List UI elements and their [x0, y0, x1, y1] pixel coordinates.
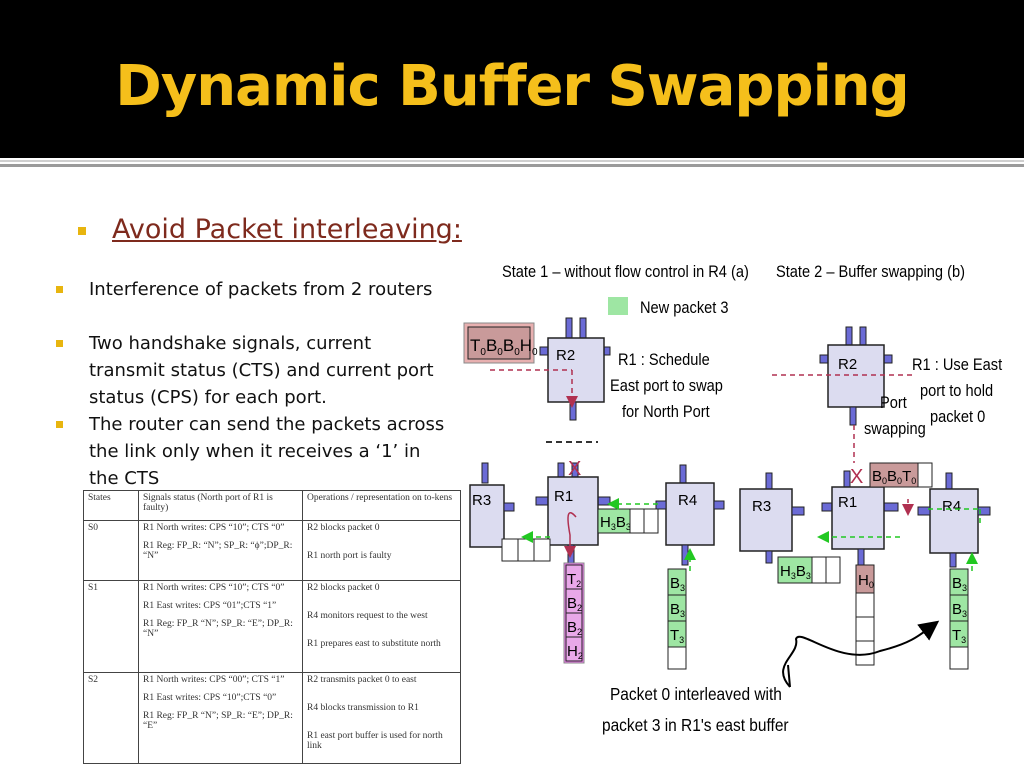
- table-row: S2 R1 North writes: CPS “00”; CTS “1” R1…: [83, 672, 461, 764]
- blocked-x-mark: X: [850, 466, 863, 488]
- title-divider-bottom: [0, 164, 1024, 167]
- op-line: R1 prepares east to substitute north: [307, 639, 441, 649]
- bullet-icon: [56, 421, 63, 428]
- row-state: S1: [83, 580, 139, 673]
- router-r1-state2: R1: [821, 470, 899, 570]
- svg-text:B0B0T0: B0B0T0: [872, 468, 916, 486]
- router-label: R1: [838, 494, 857, 511]
- legend-label: New packet 3: [640, 299, 729, 317]
- row-state: S0: [83, 520, 139, 581]
- token-h3b3-state2: [777, 556, 813, 584]
- signal-line: R1 North writes: CPS “10”; CTS “0”: [143, 583, 285, 593]
- title-bar: Dynamic Buffer Swapping: [0, 0, 1024, 158]
- op-line: R1 east port buffer is used for north li…: [307, 731, 443, 751]
- bullet-text-1: Interference of packets from 2 routers: [89, 279, 433, 300]
- router-label: R3: [472, 492, 491, 509]
- heading-link[interactable]: Avoid Packet interleaving:: [112, 214, 462, 245]
- svg-text:H0: H0: [858, 572, 874, 590]
- op-line: R4 blocks transmission to R1: [307, 703, 419, 713]
- svg-text:Packet 0 interleaved with: Packet 0 interleaved with: [610, 684, 782, 704]
- row-state: S2: [83, 672, 139, 764]
- op-line: R2 blocks packet 0: [307, 523, 380, 533]
- buffer-swapping-diagram: State 1 – without flow control in R4 (a)…: [463, 263, 1003, 735]
- states-table: States Signals status (North port of R1 …: [83, 490, 461, 764]
- router-r4-state1: R4: [655, 464, 725, 566]
- svg-text:B3: B3: [952, 575, 967, 593]
- bullet-text-3: The router can send the packets across t…: [89, 414, 445, 489]
- signal-line: R1 East writes: CPS “10”;CTS “0”: [143, 693, 277, 703]
- table-header-signals: Signals status (North port of R1 is faul…: [138, 490, 303, 521]
- svg-text:B3: B3: [670, 575, 685, 593]
- svg-text:R1 : Use East: R1 : Use East: [912, 356, 1003, 374]
- signal-line: R1 Reg: FP_R “N”; SP_R: “E”; DP_R: “N”: [143, 619, 293, 639]
- svg-text:R1 : Schedule: R1 : Schedule: [618, 351, 710, 369]
- svg-text:T2: T2: [567, 571, 581, 589]
- r1-use-east-note: R1 : Use East port to hold packet 0: [912, 356, 1003, 426]
- router-label: R1: [554, 488, 573, 505]
- title-divider-top: [0, 160, 1024, 162]
- router-label: R4: [942, 498, 961, 515]
- svg-text:swapping: swapping: [864, 420, 926, 438]
- heading-bullet-icon: [78, 227, 86, 235]
- svg-text:B2: B2: [567, 595, 582, 613]
- signal-line: R1 East writes: CPS “01”;CTS “1”: [143, 601, 277, 611]
- state1-title: State 1 – without flow control in R4 (a): [502, 263, 749, 281]
- svg-text:B2: B2: [567, 619, 582, 637]
- r1-schedule-note: R1 : Schedule East port to swap for Nort…: [610, 351, 723, 421]
- signal-line: R1 North writes: CPS “10”; CTS “0”: [143, 523, 285, 533]
- slide-title: Dynamic Buffer Swapping: [115, 54, 909, 119]
- svg-text:H3B3: H3B3: [600, 514, 631, 532]
- table-header-states: States: [83, 490, 139, 521]
- table-row: S1 R1 North writes: CPS “10”; CTS “0” R1…: [83, 580, 461, 673]
- op-line: R2 blocks packet 0: [307, 583, 380, 593]
- state2-title: State 2 – Buffer swapping (b): [776, 263, 965, 281]
- svg-text:port to hold: port to hold: [920, 382, 993, 400]
- svg-text:H3B3: H3B3: [780, 563, 811, 581]
- svg-text:T3: T3: [952, 627, 966, 645]
- blocked-x-mark: X: [568, 458, 581, 480]
- router-label: R3: [752, 498, 771, 515]
- port-swapping-note: Port swapping: [864, 394, 926, 438]
- router-r2-state2: R2: [819, 326, 893, 426]
- svg-text:packet 0: packet 0: [930, 408, 985, 426]
- table-header-operations: Operations / representation on to-kens: [302, 490, 461, 521]
- svg-text:H2: H2: [567, 643, 583, 661]
- svg-text:B3: B3: [952, 601, 967, 619]
- svg-text:B3: B3: [670, 601, 685, 619]
- op-line: R2 transmits packet 0 to east: [307, 675, 417, 685]
- op-line: R1 north port is faulty: [307, 551, 392, 561]
- signal-line: R1 Reg: FP_R: “N”; SP_R: “ϕ”;DP_R: “N”: [143, 541, 293, 561]
- router-label: R2: [556, 347, 575, 364]
- router-label: R4: [678, 492, 697, 509]
- router-r1-state1: R1: [535, 462, 611, 568]
- svg-text:packet 3 in R1's east buffer: packet 3 in R1's east buffer: [602, 715, 789, 735]
- bullet-icon: [56, 340, 63, 347]
- legend-swatch: [608, 297, 628, 315]
- interleaved-note: Packet 0 interleaved with packet 3 in R1…: [602, 684, 789, 735]
- svg-text:for North Port: for North Port: [622, 403, 710, 421]
- table-row: S0 R1 North writes: CPS “10”; CTS “0” R1…: [83, 520, 461, 581]
- svg-text:Port: Port: [880, 394, 907, 412]
- router-label: R2: [838, 356, 857, 373]
- bullet-text-2: Two handshake signals, current transmit …: [89, 333, 434, 408]
- router-r3-state2: R3: [739, 472, 805, 564]
- token-b0b0t0: [869, 462, 919, 488]
- router-r4-state2: R4: [917, 472, 991, 568]
- op-line: R4 monitors request to the west: [307, 611, 428, 621]
- router-r3-state1: R3: [469, 462, 515, 548]
- signal-line: R1 North writes: CPS “00”; CTS “1”: [143, 675, 285, 685]
- svg-text:East port to swap: East port to swap: [610, 377, 723, 395]
- bullet-icon: [56, 286, 63, 293]
- svg-text:T0B0B0H0: T0B0B0H0: [470, 336, 538, 358]
- svg-text:T3: T3: [670, 627, 684, 645]
- signal-line: R1 Reg: FP_R “N”; SP_R: “E”; DP_R: “E”: [143, 711, 293, 731]
- router-r2-state1: R2: [539, 317, 611, 421]
